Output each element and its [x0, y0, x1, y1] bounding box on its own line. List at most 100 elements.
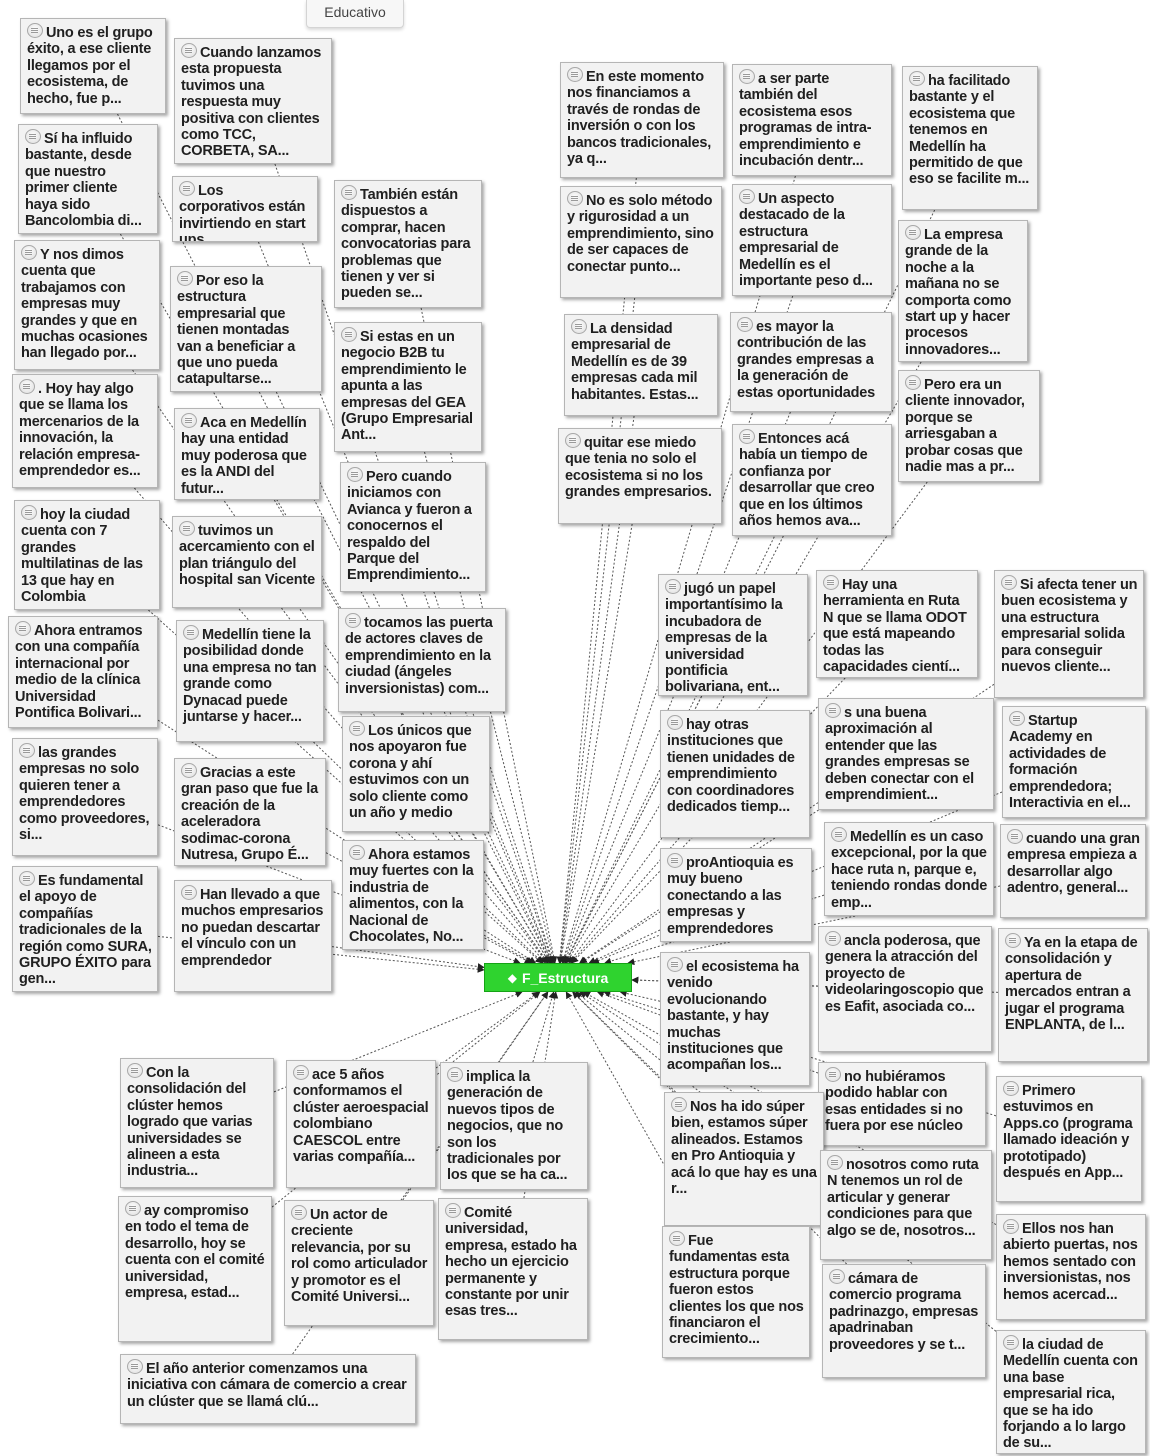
quotation-text: ay compromiso en todo el tema de desarro…: [125, 1203, 265, 1302]
quotation-icon: [181, 885, 197, 900]
quotation-node[interactable]: Uno es el grupo éxito, a ese cliente lle…: [20, 18, 166, 114]
quotation-icon: [21, 245, 37, 260]
quotation-node[interactable]: nosotros como ruta N tenemos un rol de a…: [820, 1150, 992, 1260]
quotation-text: proAntioquia es muy bueno conectando a l…: [667, 855, 794, 937]
quotation-node[interactable]: Pero cuando iniciamos con Avianca y fuer…: [340, 462, 486, 592]
quotation-node[interactable]: Un aspecto destacado de la estructura em…: [732, 184, 892, 296]
quotation-node[interactable]: Medellín es un caso excepcional, por la …: [824, 822, 994, 916]
quotation-node[interactable]: proAntioquia es muy bueno conectando a l…: [660, 848, 812, 942]
quotation-node[interactable]: Ahora entramos con una compañía internac…: [8, 616, 158, 728]
quotation-node[interactable]: jugó un papel importantísimo la incubado…: [658, 574, 808, 696]
quotation-node[interactable]: Pero era un cliente innovador, porque se…: [898, 370, 1040, 482]
quotation-node[interactable]: a ser parte también del ecosistema esos …: [732, 64, 892, 176]
quotation-node[interactable]: Aca en Medellín hay una entidad muy pode…: [174, 408, 320, 500]
quotation-node[interactable]: ay compromiso en todo el tema de desarro…: [118, 1196, 272, 1342]
quotation-icon: [669, 1231, 685, 1246]
quotation-icon: [905, 225, 921, 240]
document-group-tab[interactable]: Educativo: [306, 0, 404, 28]
link-line: [420, 307, 558, 964]
quotation-node[interactable]: Medellín tiene la posibilidad donde una …: [176, 620, 324, 742]
quotation-node[interactable]: Primero estuvimos en Apps.co (programa l…: [996, 1076, 1142, 1202]
quotation-text: En este momento nos financiamos a través…: [567, 69, 712, 168]
quotation-node[interactable]: cuando una gran empresa empieza a desarr…: [1000, 824, 1146, 918]
quotation-node[interactable]: Y nos dimos cuenta que trabajamos con em…: [14, 240, 160, 370]
quotation-icon: [1003, 1335, 1019, 1350]
quotation-node[interactable]: ace 5 años conformamos el clúster aeroes…: [286, 1060, 436, 1188]
quotation-node[interactable]: el ecosistema ha venido evolucionando ba…: [660, 952, 810, 1086]
quotation-icon: [567, 67, 583, 82]
code-node[interactable]: ◆ F_Estructura: [484, 963, 632, 992]
quotation-icon: [293, 1065, 309, 1080]
quotation-node[interactable]: Si afecta tener un buen ecosistema y una…: [994, 570, 1144, 698]
quotation-node[interactable]: El año anterior comenzamos una iniciativ…: [120, 1354, 416, 1424]
quotation-node[interactable]: es mayor la contribución de las grandes …: [730, 312, 892, 412]
quotation-node[interactable]: cámara de comercio programa padrinazgo, …: [822, 1264, 986, 1378]
quotation-icon: [829, 1269, 845, 1284]
quotation-node[interactable]: Han llevado a que muchos empresarios no …: [174, 880, 332, 992]
quotation-node[interactable]: no hubiéramos podido hablar con esas ent…: [818, 1062, 986, 1146]
quotation-text: Primero estuvimos en Apps.co (programa l…: [1003, 1083, 1133, 1182]
quotation-icon: [447, 1067, 463, 1082]
link-line: [456, 831, 549, 964]
quotation-icon: [823, 575, 839, 590]
quotation-text: tuvimos un acercamiento con el plan triá…: [179, 523, 315, 589]
quotation-text: La densidad empresarial de Medellín es d…: [571, 321, 699, 403]
quotation-icon: [825, 931, 841, 946]
quotation-node[interactable]: La densidad empresarial de Medellín es d…: [564, 314, 718, 416]
quotation-node[interactable]: ha facilitado bastante y el ecosistema q…: [902, 66, 1038, 210]
quotation-icon: [341, 327, 357, 342]
quotation-icon: [291, 1205, 307, 1220]
quotation-node[interactable]: las grandes empresas no solo quieren ten…: [12, 738, 158, 856]
quotation-node[interactable]: Por eso la estructura empresarial que ti…: [170, 266, 322, 392]
quotation-node[interactable]: También están dispuestos a comprar, hace…: [334, 180, 482, 308]
quotation-node[interactable]: La empresa grande de la noche a la mañan…: [898, 220, 1028, 362]
quotation-node[interactable]: Los únicos que nos apoyaron fue corona y…: [342, 716, 490, 832]
quotation-node[interactable]: Los corporativos están invirtiendo en st…: [172, 176, 318, 242]
quotation-node[interactable]: tocamos las puerta de actores claves de …: [338, 608, 506, 712]
quotation-node[interactable]: Comité universidad, empresa, estado ha h…: [438, 1198, 588, 1340]
quotation-node[interactable]: Ellos nos han abierto puertas, nos hemos…: [996, 1214, 1146, 1320]
quotation-node[interactable]: En este momento nos financiamos a través…: [560, 62, 724, 178]
quotation-node[interactable]: Ya en la etapa de consolidación y apertu…: [998, 928, 1148, 1062]
quotation-text: ace 5 años conformamos el clúster aeroes…: [293, 1067, 429, 1166]
quotation-node[interactable]: Nos ha ido súper bien, estamos súper ali…: [664, 1092, 824, 1226]
quotation-node[interactable]: Startup Academy en actividades de formac…: [1002, 706, 1146, 818]
quotation-node[interactable]: tuvimos un acercamiento con el plan triá…: [172, 516, 322, 608]
quotation-node[interactable]: Gracias a este gran paso que fue la crea…: [174, 758, 326, 866]
quotation-icon: [127, 1359, 143, 1374]
quotation-icon: [19, 871, 35, 886]
quotation-node[interactable]: Si estas en un negocio B2B tu emprendimi…: [334, 322, 482, 452]
quotation-node[interactable]: quitar ese miedo que tenia no solo el ec…: [558, 428, 722, 524]
quotation-node[interactable]: Entonces acá había un tiempo de confianz…: [732, 424, 892, 536]
quotation-icon: [1007, 829, 1023, 844]
quotation-icon: [565, 433, 581, 448]
quotation-icon: [1009, 711, 1025, 726]
quotation-node[interactable]: No es solo método y rigurosidad a un emp…: [560, 186, 722, 298]
quotation-node[interactable]: Un actor de creciente relevancia, por su…: [284, 1200, 434, 1326]
quotation-node[interactable]: Con la consolidación del clúster hemos l…: [120, 1058, 274, 1188]
quotation-node[interactable]: hay otras instituciones que tienen unida…: [660, 710, 810, 838]
quotation-node[interactable]: hoy la ciudad cuenta con 7 grandes multi…: [14, 500, 160, 610]
quotation-node[interactable]: Hay una herramienta en Ruta N que se lla…: [816, 570, 978, 678]
quotation-node[interactable]: s una buena aproximación al entender que…: [818, 698, 994, 810]
quotation-icon: [739, 429, 755, 444]
quotation-node[interactable]: Cuando lanzamos esta propuesta tuvimos u…: [174, 38, 332, 164]
quotation-text: Ya en la etapa de consolidación y apertu…: [1005, 935, 1138, 1034]
quotation-icon: [739, 69, 755, 84]
quotation-node[interactable]: Fue fundamentas esta estructura porque f…: [662, 1226, 810, 1358]
quotation-text: ha facilitado bastante y el ecosistema q…: [909, 73, 1030, 188]
quotation-node[interactable]: . Hoy hay algo que se llama los mercenar…: [12, 374, 158, 488]
quotation-node[interactable]: Sí ha influido bastante, desde que nuest…: [18, 124, 158, 234]
quotation-text: no hubiéramos podido hablar con esas ent…: [825, 1069, 963, 1135]
quotation-node[interactable]: Es fundamental el apoyo de compañías tra…: [12, 866, 158, 992]
quotation-text: Nos ha ido súper bien, estamos súper ali…: [671, 1099, 817, 1198]
quotation-text: No es solo método y rigurosidad a un emp…: [567, 193, 714, 275]
quotation-node[interactable]: la ciudad de Medellín cuenta con una bas…: [996, 1330, 1146, 1454]
quotation-node[interactable]: ancla poderosa, que genera la atracción …: [818, 926, 992, 1052]
quotation-icon: [15, 621, 31, 636]
quotation-icon: [571, 319, 587, 334]
quotation-text: Los corporativos están invirtiendo en st…: [179, 183, 306, 242]
quotation-node[interactable]: Ahora estamos muy fuertes con la industr…: [342, 840, 484, 950]
quotation-node[interactable]: implica la generación de nuevos tipos de…: [440, 1062, 588, 1190]
